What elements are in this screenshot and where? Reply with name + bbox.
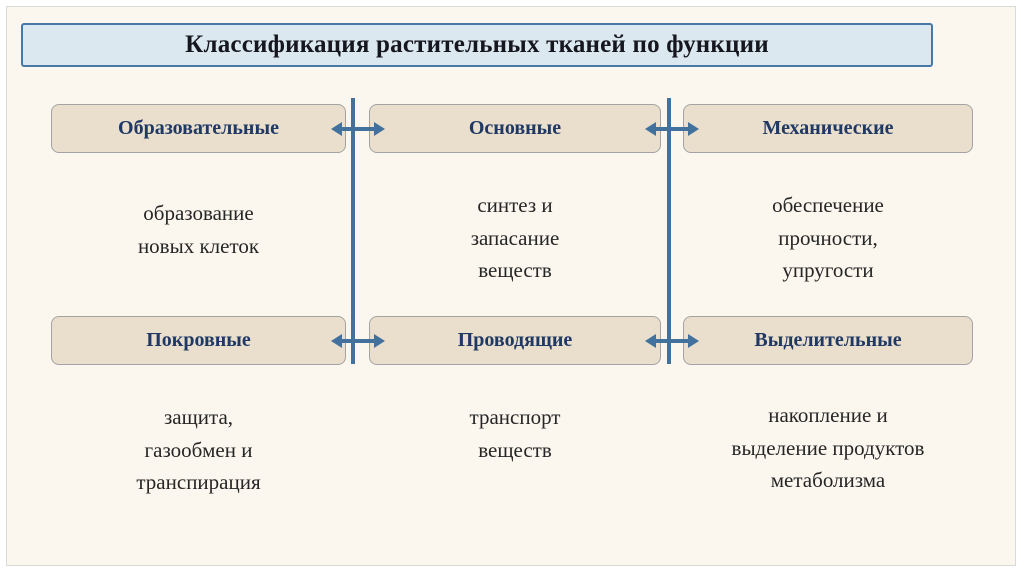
tissue-description-mekhanicheskie: обеспечение прочности, упругости <box>772 193 884 283</box>
tissue-description-pokrovnye: защита, газообмен и транспирация <box>136 405 261 495</box>
tissue-box-label: Выделительные <box>754 329 902 351</box>
tissue-box-provodyashchie: Проводящие <box>369 316 661 365</box>
tissue-box-label: Основные <box>468 117 562 139</box>
tissue-box-label: Образовательные <box>118 117 279 139</box>
connector-vertical-right <box>667 98 671 364</box>
tissue-box-mekhanicheskie: Механические <box>683 104 973 153</box>
title-box: Классификация растительных тканей по фун… <box>21 23 933 67</box>
slide-canvas: Классификация растительных тканей по фун… <box>6 6 1016 566</box>
double-arrow-icon <box>645 334 699 348</box>
tissue-description-provodyashchie: транспорт веществ <box>469 405 561 462</box>
tissue-box-pokrovnye: Покровные <box>51 316 346 365</box>
tissue-box-obrazovatelnye: Образовательные <box>51 104 346 153</box>
tissue-description-obrazovatelnye: образование новых клеток <box>137 201 260 258</box>
double-arrow-icon <box>331 122 385 136</box>
tissue-box-osnovnye: Основные <box>369 104 661 153</box>
tissue-box-vydelitelnye: Выделительные <box>683 316 973 365</box>
double-arrow-icon <box>645 122 699 136</box>
tissue-box-label: Проводящие <box>457 329 573 351</box>
double-arrow-icon <box>331 334 385 348</box>
tissue-box-label: Покровные <box>146 329 251 351</box>
tissue-description-vydelitelnye: накопление и выделение продуктов метабол… <box>731 403 925 493</box>
tissue-description-osnovnye: синтез и запасание веществ <box>470 193 560 283</box>
tissue-box-label: Механические <box>762 117 894 139</box>
page-title: Классификация растительных тканей по фун… <box>185 31 769 58</box>
connector-vertical-left <box>351 98 355 364</box>
